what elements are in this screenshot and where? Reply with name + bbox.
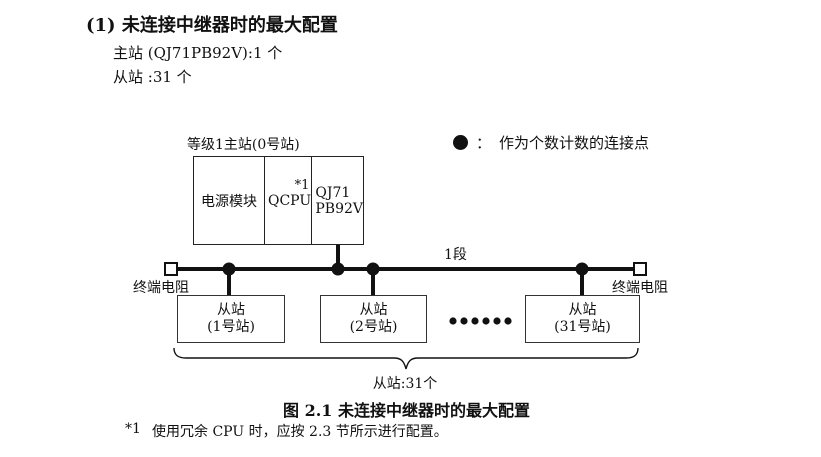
terminator-left-square xyxy=(164,262,178,276)
ellipsis-dots xyxy=(449,317,512,325)
connection-dot xyxy=(331,262,345,276)
slave-name: 从站 xyxy=(217,302,245,318)
legend-label: 作为个数计数的连接点 xyxy=(499,134,650,152)
connection-dot xyxy=(575,262,589,276)
connection-point-dots xyxy=(222,262,589,276)
slave-station-no: (31号站) xyxy=(554,319,611,335)
legend: ： 作为个数计数的连接点 xyxy=(453,132,649,153)
slave-station-no: (2号站) xyxy=(349,319,398,335)
connection-dot xyxy=(366,262,380,276)
slave-station-box-1: 从站 (1号站) xyxy=(177,295,285,343)
master-station-label: 等级1主站(0号站) xyxy=(187,137,300,153)
network-module-cell: QJ71 PB92V xyxy=(312,157,363,244)
brace-label: 从站:31个 xyxy=(372,376,438,392)
power-module-cell: 电源模块 xyxy=(194,157,265,244)
cpu-footnote-ref: *1 xyxy=(294,178,310,193)
terminator-right-label: 终端电阻 xyxy=(612,280,668,296)
cpu-label: QCPU xyxy=(267,192,312,209)
slave-name: 从站 xyxy=(568,302,597,318)
terminator-right-square xyxy=(633,262,647,276)
connection-point-icon xyxy=(453,135,468,150)
slave-name: 从站 xyxy=(359,302,388,318)
footnote-marker: *1 xyxy=(125,421,141,437)
cpu-cell: *1 QCPU xyxy=(265,157,313,244)
slaves-brace xyxy=(173,347,639,370)
connection-dot xyxy=(222,262,236,276)
segment-label: 1段 xyxy=(444,247,467,263)
figure-caption: 图 2.1 未连接中继器时的最大配置 xyxy=(283,401,530,420)
network-module-line1: QJ71 xyxy=(315,184,351,201)
terminator-left-label: 终端电阻 xyxy=(133,280,189,296)
footnote-text: 使用冗余 CPU 时，应按 2.3 节所示进行配置。 xyxy=(152,424,448,440)
slave-count-line: 从站 :31 个 xyxy=(113,68,192,86)
slave-station-box-31: 从站 (31号站) xyxy=(525,295,640,343)
slave-station-no: (1号站) xyxy=(207,319,255,335)
slave-station-box-2: 从站 (2号站) xyxy=(320,295,427,343)
legend-colon: ： xyxy=(476,134,492,152)
network-module-line2: PB92V xyxy=(315,200,363,217)
master-station-box: 电源模块 *1 QCPU QJ71 PB92V xyxy=(193,156,364,245)
master-count-line: 主站 (QJ71PB92V):1 个 xyxy=(113,44,283,62)
section-heading: (1) 未连接中继器时的最大配置 xyxy=(86,15,338,36)
